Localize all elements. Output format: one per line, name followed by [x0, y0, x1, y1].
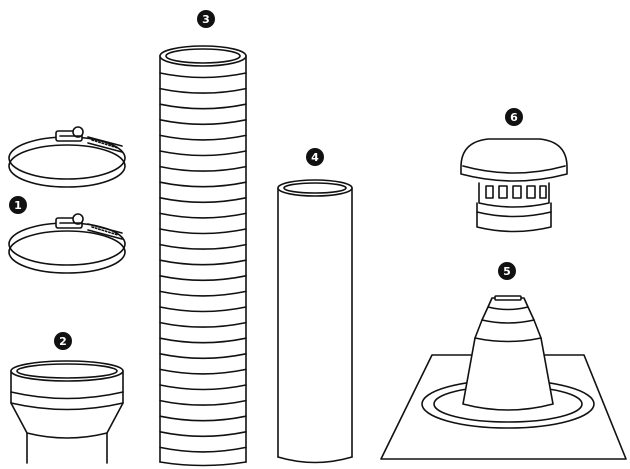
vent-cap: [460, 138, 568, 233]
pipe-rib: [159, 165, 247, 172]
pipe-rib: [159, 259, 247, 266]
pipe-rib: [159, 384, 247, 391]
hose-clamp-bottom: [8, 213, 126, 274]
pipe-rib: [159, 243, 247, 250]
pipe-rib: [159, 368, 247, 375]
badge-2-label: 2: [59, 335, 67, 348]
pipe-rib: [159, 415, 247, 422]
badge-2: 2: [54, 332, 72, 350]
reducer-adapter: [10, 360, 124, 464]
pipe-rib: [159, 72, 247, 79]
badge-4-label: 4: [311, 151, 319, 164]
pipe-rib: [159, 275, 247, 282]
pipe-rib: [159, 197, 247, 204]
pipe-rib: [159, 446, 247, 453]
badge-1-label: 1: [14, 199, 22, 212]
badge-3: 3: [197, 10, 215, 28]
pipe-rib: [159, 306, 247, 313]
pipe-rib: [159, 290, 247, 297]
pipe-rib: [159, 87, 247, 94]
badge-1: 1: [9, 196, 27, 214]
pipe-rib: [159, 431, 247, 438]
pipe-rib: [159, 134, 247, 141]
roof-flashing: [380, 295, 627, 460]
badge-4: 4: [306, 148, 324, 166]
pipe-rib: [159, 181, 247, 188]
badge-6: 6: [505, 108, 523, 126]
pipe-rib: [159, 337, 247, 344]
pipe-rib: [159, 321, 247, 328]
badge-5: 5: [498, 262, 516, 280]
badge-5-label: 5: [503, 265, 511, 278]
pipe-rib: [159, 103, 247, 110]
badge-6-label: 6: [510, 111, 518, 124]
pipe-rib: [159, 119, 247, 126]
pipe-rib: [159, 212, 247, 219]
pipe-rib: [159, 353, 247, 360]
pipe-rib: [159, 150, 247, 157]
straight-pipe: [277, 179, 353, 464]
hose-clamp-top: [8, 126, 126, 188]
pipe-rib: [159, 399, 247, 406]
flexible-pipe: [159, 45, 247, 467]
pipe-ribs: [159, 72, 247, 453]
pipe-rib: [159, 228, 247, 235]
badge-3-label: 3: [202, 13, 210, 26]
